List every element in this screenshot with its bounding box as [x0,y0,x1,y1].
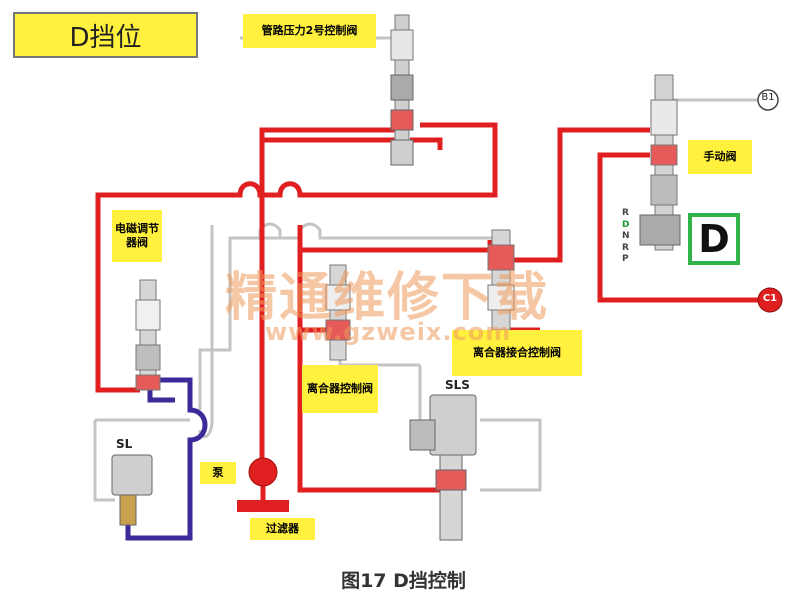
gear-indicator: D [688,213,740,265]
line-pressure-circuit [95,122,760,500]
page-title: D挡位 [13,12,198,58]
shift-position: N [622,231,630,241]
valve-manual [639,74,681,251]
gear-indicator-letter: D [692,217,736,261]
label-clutch-apply-control: 离合器接合控制阀 [452,330,582,376]
shift-position-list: R D N R P [622,208,640,266]
valve-clutch-control [325,264,351,361]
solenoid-sl [111,454,153,526]
shift-position: P [622,254,629,264]
valve-solenoid-modulator [135,279,161,391]
solenoid-sls [409,394,477,541]
label-sl: SL [116,437,133,451]
pump-symbol [248,457,278,487]
shift-position-active: D [622,219,630,230]
label-solenoid-modulator: 电磁调节器阀 [112,210,162,262]
figure-caption: 图17 D挡控制 [341,570,466,592]
solenoid-circuit [125,377,208,541]
c1-port [757,287,783,313]
b1-label: B1 [761,92,775,103]
label-line-pressure-valve-2: 管路压力2号控制阀 [243,14,376,48]
b1-port [757,89,779,111]
shift-position: R [622,208,629,218]
valve-clutch-apply [487,229,515,331]
label-sls: SLS [445,378,470,392]
valve-line-pressure-2 [390,14,414,166]
label-clutch-control: 离合器控制阀 [302,365,378,413]
label-filter: 过滤器 [250,518,315,540]
filter-symbol [237,500,289,512]
c1-label: C1 [762,293,778,304]
shift-position: R [622,242,629,253]
label-pump: 泵 [200,462,236,484]
label-manual-valve: 手动阀 [688,140,752,174]
